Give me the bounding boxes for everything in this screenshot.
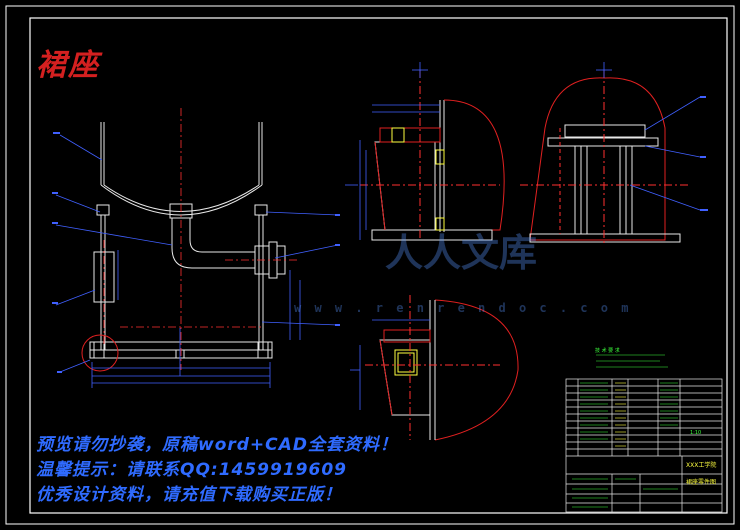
watermark-logo: 人人文库 xyxy=(385,230,538,275)
tech-notes-title: 技 术 要 求 xyxy=(595,348,620,354)
title-block-text-lines xyxy=(615,382,626,447)
promo-line-2: 温馨提示：请联系QQ:1459919609 xyxy=(36,460,347,480)
detail-circle xyxy=(81,334,119,372)
side-dimensions xyxy=(345,62,440,240)
ibeam-leaders xyxy=(596,62,701,211)
ibeam-leader-ticks xyxy=(700,96,708,211)
front-centerlines xyxy=(103,108,300,370)
front-view xyxy=(89,122,286,359)
title-block-drawing-name: 裙座零件图 xyxy=(686,479,717,486)
watermark-url: w w w . r e n r e n d o c . c o m xyxy=(294,301,632,315)
title-block-green-lines xyxy=(572,382,678,508)
front-dimensions xyxy=(55,134,339,388)
lower-detail-view xyxy=(365,295,519,441)
promo-line-1: 预览请勿抄袭，原稿word+CAD全套资料！ xyxy=(36,435,398,455)
ibeam-section-view xyxy=(520,70,690,245)
outer-frame xyxy=(5,5,735,525)
front-dim-ticks xyxy=(52,132,340,373)
title-block-school: XXX工学院 xyxy=(686,462,717,469)
title-block xyxy=(565,378,723,513)
inner-frame xyxy=(29,17,728,514)
lower-dimensions xyxy=(350,319,430,410)
drawing-title: 裙座 xyxy=(36,48,100,83)
side-section-view xyxy=(360,70,505,241)
title-block-scale: 1:10 xyxy=(690,430,702,436)
promo-line-3: 优秀设计资料，请充值下载购买正版！ xyxy=(36,485,342,505)
tech-notes-lines xyxy=(596,354,668,368)
